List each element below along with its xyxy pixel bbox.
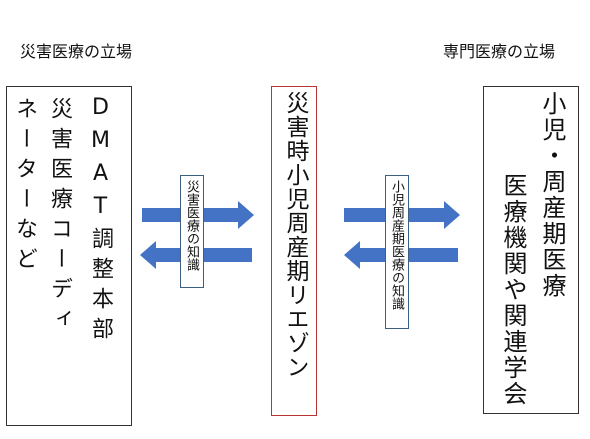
left-header: 災害医療の立場 xyxy=(20,42,133,61)
specialist-side-box: 小児・周産期医療 医療機関や関連学会 xyxy=(483,86,579,414)
right-box-line-1: 小児・周産期医療 xyxy=(538,91,566,299)
left-box-line-2: 災害医療コーディ xyxy=(47,97,72,337)
perinatal-knowledge-label: 小児周産期医療の知識 xyxy=(385,175,409,329)
disaster-knowledge-text: 災害医療の知識 xyxy=(184,180,199,271)
disaster-side-box: DMAT調整本部 災害医療コーディ ネーターなど xyxy=(6,86,132,426)
left-box-line-1: DMAT調整本部 xyxy=(88,95,113,347)
left-box-line-3: ネーターなど xyxy=(12,97,37,277)
perinatal-knowledge-text: 小児周産期医療の知識 xyxy=(389,180,404,310)
right-header: 専門医療の立場 xyxy=(443,42,556,61)
disaster-knowledge-label: 災害医療の知識 xyxy=(180,175,204,288)
liaison-box: 災害時小児周産期リエゾン xyxy=(271,86,317,416)
liaison-text: 災害時小児周産期リエゾン xyxy=(282,91,308,379)
right-box-line-2: 医療機関や関連学会 xyxy=(499,173,527,407)
